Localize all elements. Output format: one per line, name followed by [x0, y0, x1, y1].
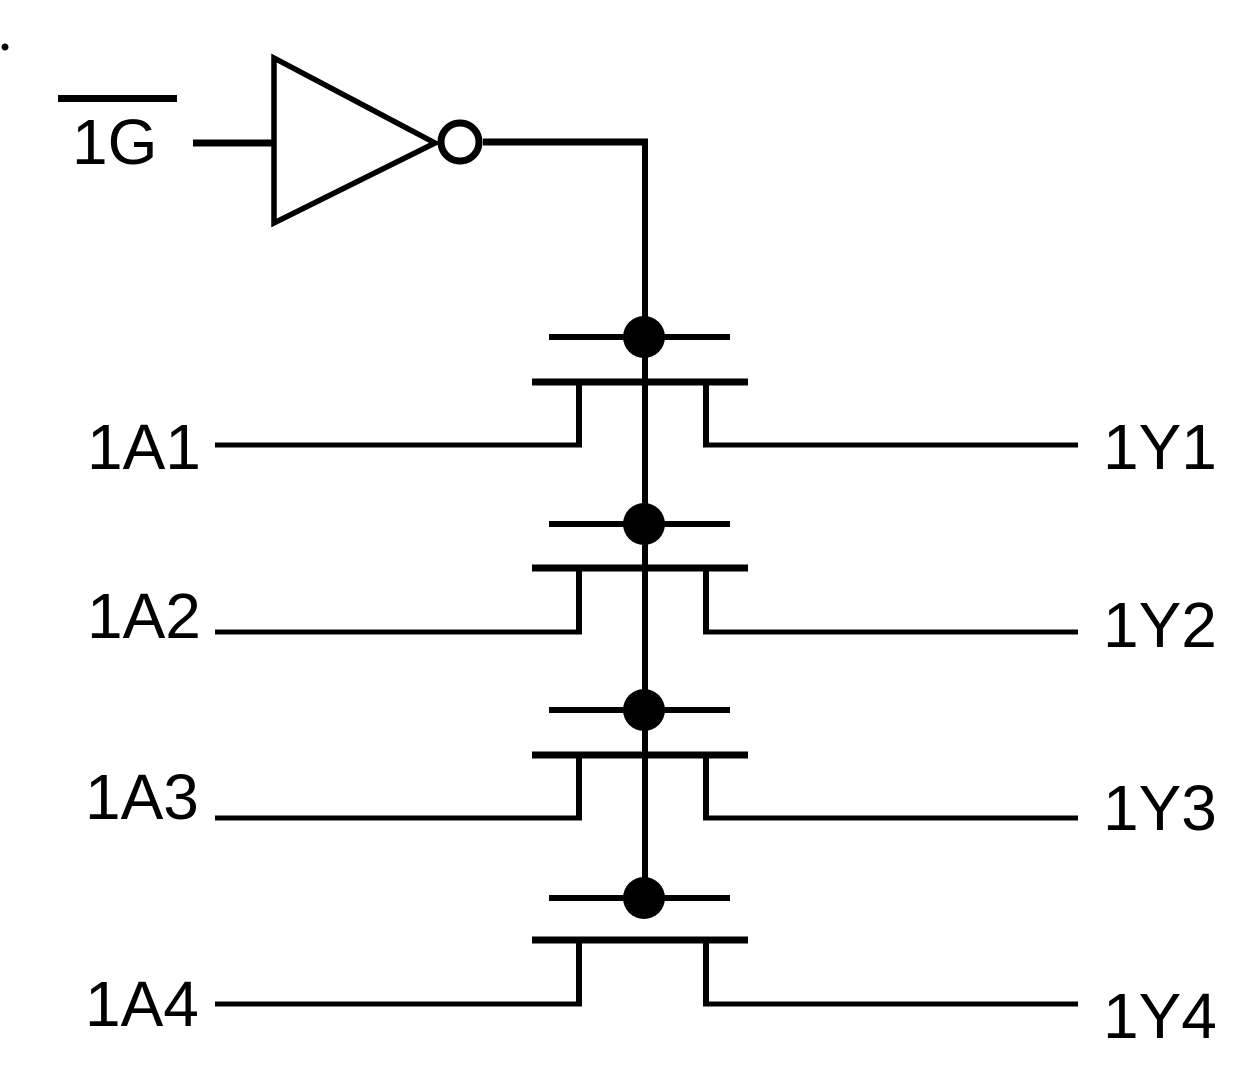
- input-port-label: 1A4: [85, 968, 199, 1040]
- gate-junction-dot: [623, 316, 665, 358]
- output-port-label: 1Y4: [1103, 980, 1217, 1052]
- enable-input: 1G: [58, 95, 277, 178]
- enable-label: 1G: [72, 106, 157, 178]
- input-port-label: 1A3: [85, 761, 199, 833]
- inversion-bubble-icon: [437, 119, 483, 165]
- inverter-gate-icon: [271, 53, 483, 228]
- pass-transistor-1: 1A1 1Y1: [87, 316, 1217, 483]
- pass-transistor-2: 1A2 1Y2: [87, 503, 1217, 661]
- pass-transistor-3: 1A3 1Y3: [85, 689, 1217, 844]
- gate-junction-dot: [623, 877, 665, 919]
- output-port-label: 1Y2: [1103, 589, 1217, 661]
- input-port-label: 1A2: [87, 580, 201, 652]
- gate-junction-dot: [623, 689, 665, 731]
- input-port-label: 1A1: [87, 411, 201, 483]
- stray-period-mark: [1, 43, 9, 51]
- enable-overline: [58, 95, 177, 102]
- output-port-label: 1Y3: [1103, 772, 1217, 844]
- pass-transistor-4: 1A4 1Y4: [85, 877, 1217, 1052]
- gate-control-line: [483, 138, 648, 898]
- inverter-triangle: [271, 53, 442, 228]
- output-port-label: 1Y1: [1103, 411, 1217, 483]
- gate-junction-dot: [623, 503, 665, 545]
